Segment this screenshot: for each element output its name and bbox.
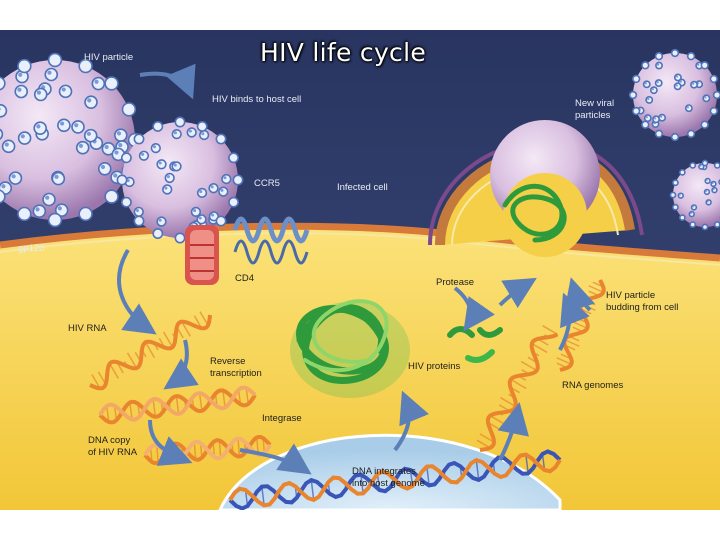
label-cd4: CD4: [235, 273, 254, 284]
label-new-viral-1: New viral: [575, 98, 614, 109]
label-integrase: Integrase: [262, 413, 302, 424]
arrow-translation: [393, 390, 429, 452]
hiv-proteins-tangle: [290, 299, 410, 398]
label-rna-genomes: RNA genomes: [562, 380, 624, 391]
arrow-entry: [117, 248, 157, 335]
label-budding-1: HIV particle: [606, 290, 655, 301]
label-dna-integrates-2: into host genome: [352, 478, 425, 489]
arrow-assembly: [498, 277, 537, 309]
virion-free: [0, 52, 143, 228]
label-gp120: gp120: [18, 243, 44, 254]
virion-new-1: [628, 48, 720, 142]
hiv-life-cycle-diagram: HIV particle HIV binds to host cell New …: [0, 30, 720, 510]
label-dna-integrates-1: DNA integrates: [352, 466, 416, 477]
label-infected-cell: Infected cell: [337, 182, 388, 193]
label-hiv-proteins: HIV proteins: [408, 361, 461, 372]
diagram-labels: HIV particle HIV binds to host cell New …: [18, 52, 678, 489]
slide-title: HIV life cycle: [259, 38, 427, 67]
label-dna-copy-2: of HIV RNA: [88, 447, 138, 458]
arrow-transcription: [497, 402, 529, 461]
membrane-inner-line: [0, 232, 720, 266]
label-protease: Protease: [436, 277, 474, 288]
arrow-budding: [564, 277, 595, 313]
label-reverse-1: Reverse: [210, 356, 245, 367]
label-hiv-binds: HIV binds to host cell: [212, 94, 301, 105]
cd4-receptor: [185, 225, 219, 285]
budding-proteins: [502, 183, 567, 243]
arrow-reverse-transcription: [163, 339, 199, 390]
arrow-protease: [453, 286, 495, 332]
rt-hybrid-strand: [98, 385, 257, 425]
arrow-binding: [139, 63, 196, 100]
label-hiv-particle: HIV particle: [84, 52, 133, 63]
virion-new-2: [669, 159, 720, 231]
hiv-virions: [0, 48, 720, 244]
label-budding-2: budding from cell: [606, 302, 678, 313]
arrow-integrase: [148, 419, 193, 466]
label-dna-copy-1: DNA copy: [88, 435, 130, 446]
label-hiv-rna: HIV RNA: [68, 323, 107, 334]
process-arrows: [117, 63, 595, 475]
ccr5-receptor: [232, 216, 310, 265]
label-new-viral-2: particles: [575, 110, 611, 121]
label-reverse-2: transcription: [210, 368, 262, 379]
host-genome-strand: [228, 449, 562, 510]
arrow-integration: [239, 443, 312, 475]
hiv-rna-strand: [89, 311, 212, 391]
label-ccr5: CCR5: [254, 178, 280, 189]
virion-binding: [116, 116, 244, 244]
